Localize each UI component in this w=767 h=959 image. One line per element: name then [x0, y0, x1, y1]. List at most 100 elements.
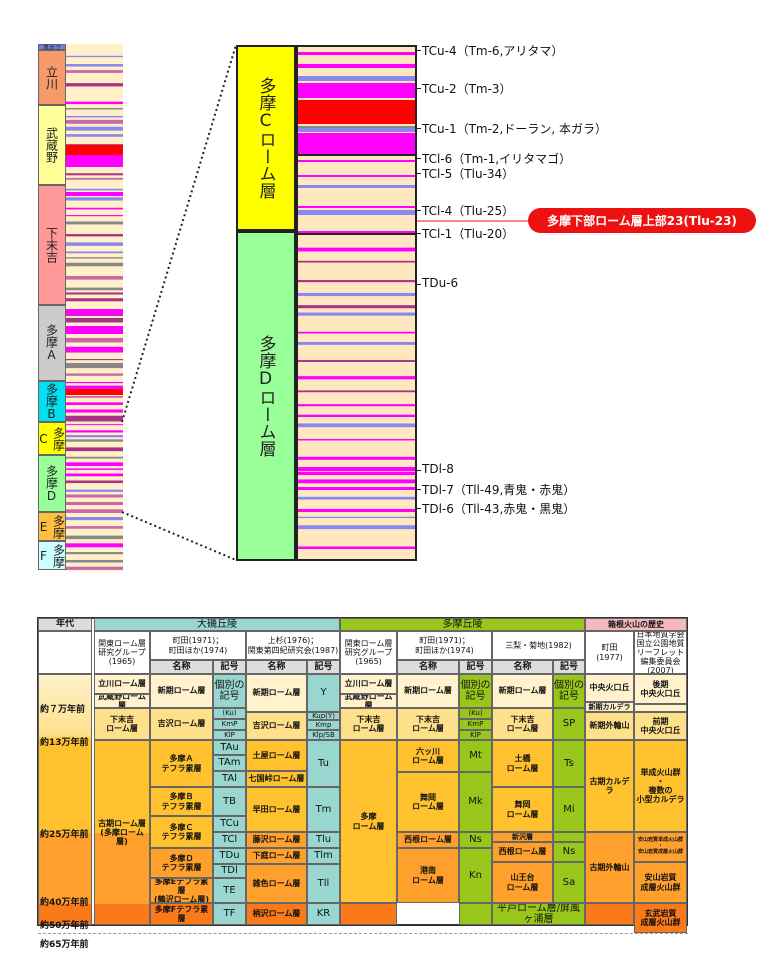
unit-label: 多摩E [37, 512, 66, 541]
tephra-label: TCl-5（Tlu-34） [422, 167, 515, 181]
layer-band [66, 326, 123, 334]
table-cell: Y [307, 674, 340, 712]
highlight-badge: 多摩下部ローム層上部23(Tlu-23) [528, 208, 756, 233]
layer-band [298, 52, 415, 55]
age-label: 約50万年前 [40, 921, 89, 931]
table-cell: 下庭ローム層 [246, 848, 307, 864]
layer-band [66, 373, 123, 376]
layer-band [66, 543, 123, 548]
tephra-label: TCl-4（Tlu-25） [422, 204, 515, 218]
table-cell: KlP [459, 730, 492, 740]
layer-band [66, 287, 123, 291]
table-cell: 多摩Eテフラ累層 (鶴沢ローム層) [150, 878, 213, 903]
layer-band [298, 175, 415, 177]
layer-band [298, 509, 415, 512]
layer-band [66, 473, 123, 477]
layer-band [66, 559, 123, 563]
layer-band [66, 298, 123, 302]
layer-band [66, 489, 123, 492]
unit-label: 多摩D [38, 455, 66, 512]
layer-band [66, 494, 123, 498]
layer-band [298, 128, 415, 132]
layer-band [298, 456, 415, 460]
layer-band [298, 423, 415, 428]
layer-band [298, 280, 415, 283]
table-cell: 多摩 ローム層 [340, 740, 397, 903]
table-cell: KmP [213, 719, 246, 730]
layer-band [298, 341, 415, 345]
layer-band [66, 317, 123, 323]
layer-band [298, 47, 415, 559]
layer-band [298, 487, 415, 490]
tephra-label: TDl-7（Tll-49,青鬼・赤鬼） [422, 483, 576, 497]
table-cell: 山王台 ローム層 [492, 862, 553, 903]
name-header: 名称 [492, 660, 553, 674]
layer-band [298, 206, 415, 208]
layer-band [66, 362, 123, 369]
layer-band [298, 312, 415, 316]
layer-band [66, 309, 123, 315]
layer-band [298, 126, 415, 128]
table-cell: 新期ローム層 [397, 674, 459, 708]
tephra-label: TCu-1（Tm-2,ドーラン, 本ガラ） [422, 122, 608, 136]
layer-band [298, 100, 415, 124]
tephra-tick [416, 508, 421, 509]
layer-band [66, 262, 123, 267]
table-cell: 西根ローム層 [492, 842, 553, 862]
table-cell: 舞岡 ローム層 [492, 787, 553, 832]
layer-band [66, 402, 123, 405]
layer-band [298, 414, 415, 418]
table-cell: (Ku) [459, 708, 492, 719]
layer-band [298, 438, 415, 441]
layer-band [298, 404, 415, 407]
layer-band [298, 525, 415, 530]
unit-label: 多摩A [38, 305, 66, 381]
table-cell: 安山岩質単成火山群 ・ 安山岩質成層火山群 [634, 832, 687, 862]
layer-band [298, 160, 415, 162]
layer-band [298, 76, 415, 81]
table-cell: 下末吉 ローム層 [397, 708, 459, 740]
tama-header: 多摩丘陵 [340, 618, 585, 631]
tephra-tick [416, 88, 421, 89]
symbol-header: 記号 [307, 660, 340, 674]
age-header-blank [38, 631, 92, 674]
layer-band [298, 331, 415, 334]
layer-band [298, 210, 415, 215]
layer-band [298, 390, 415, 393]
table-cell: Tm [307, 787, 340, 832]
table-cell: 雑色ローム層 [246, 864, 307, 903]
age-column [38, 674, 92, 925]
layer-band [66, 439, 123, 442]
table-cell: Tll [307, 864, 340, 903]
symbol-header: 記号 [459, 660, 492, 674]
table-cell: 新期カルデラ [585, 702, 634, 712]
age-label: 約13万年前 [40, 738, 89, 748]
hakone-header: 箱根火山の歴史 [585, 618, 687, 631]
layer-band [66, 552, 123, 555]
layer-band [66, 337, 123, 343]
unit-label: 立川 [38, 50, 66, 105]
age-header: 年代 [38, 618, 92, 631]
table-cell: Ns [553, 842, 585, 862]
layer-band [298, 292, 415, 297]
layer-band [66, 101, 123, 105]
table-cell: TAl [213, 771, 246, 787]
table-cell: 舞岡 ローム層 [397, 772, 459, 832]
layer-band [298, 233, 415, 235]
layer-band [298, 376, 415, 380]
table-cell: 中央火口丘 [585, 674, 634, 702]
zoom-connector-lines [121, 44, 528, 561]
table-cell: 下末吉 ローム層 [492, 708, 553, 740]
layer-band [66, 207, 123, 210]
table-cell: 新期ローム層 [492, 674, 553, 708]
overview-stripe-column [66, 44, 123, 571]
table-cell: TDu [213, 848, 246, 864]
table-cell: Tu [307, 740, 340, 787]
table-cell: (Ku) [213, 708, 246, 719]
tephra-tick [416, 50, 421, 51]
layer-band [66, 509, 123, 513]
machida-source: 町田(1971)； 町田ほか(1974) [150, 631, 246, 660]
layer-band [66, 462, 123, 466]
table-cell: 新期ローム層 [150, 674, 213, 708]
layer-band [298, 496, 415, 500]
